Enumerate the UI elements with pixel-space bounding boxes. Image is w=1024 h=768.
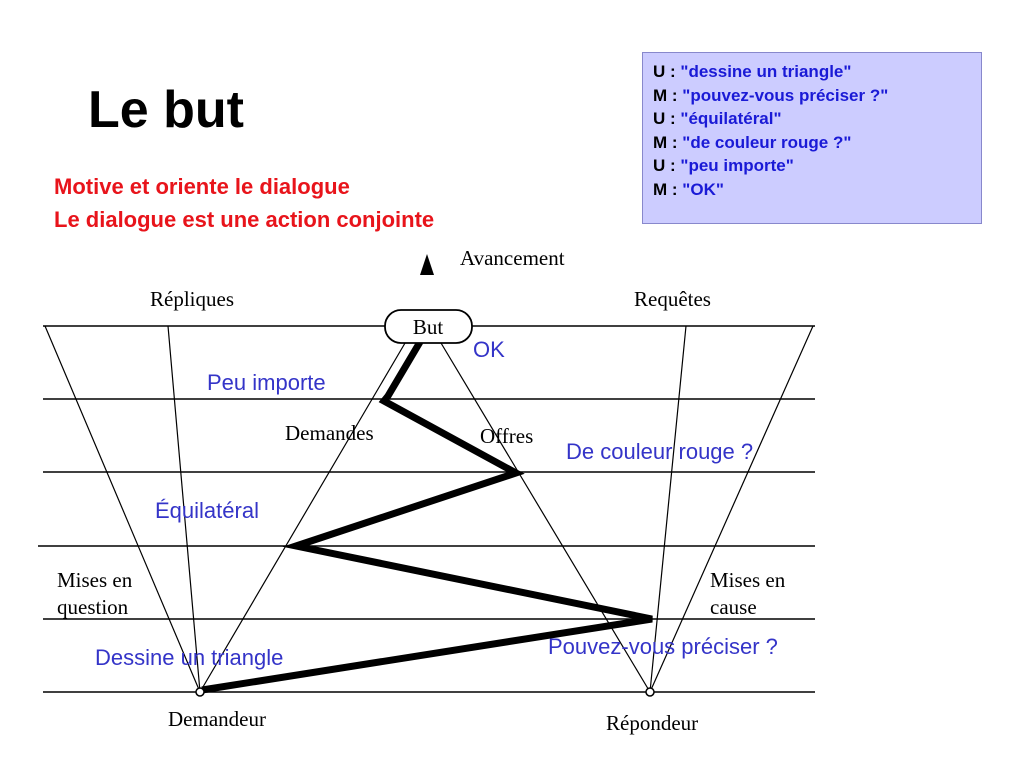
- dialogue-speaker: U: [653, 109, 666, 128]
- column-repliques: Répliques: [150, 287, 234, 311]
- dialogue-text: "pouvez-vous préciser ?": [682, 85, 889, 105]
- dialogue-line: M : "OK": [653, 179, 724, 199]
- dialogue-speaker: M: [653, 132, 668, 152]
- dialogue-text: "peu importe": [680, 156, 794, 175]
- dialogue-speaker: U: [653, 62, 666, 81]
- dialogue-line: U : "équilatéral": [653, 109, 782, 128]
- funnel-line: [44, 325, 201, 693]
- dialogue-text: "de couleur rouge ?": [682, 132, 852, 152]
- dialogue-text: "OK": [682, 179, 724, 199]
- funnel-line: [199, 337, 409, 693]
- funnel-line: [649, 325, 687, 693]
- dialogue-speaker: M: [653, 179, 668, 199]
- column-requetes: Requêtes: [634, 287, 711, 311]
- goal-node-label: But: [413, 315, 444, 339]
- utterance-peu-importe: Peu importe: [207, 370, 326, 395]
- up-arrow-icon: [420, 254, 434, 275]
- dialogue-line: M : "pouvez-vous préciser ?": [653, 85, 889, 105]
- slide-title: Le but: [88, 81, 244, 139]
- dialogue-box: U : "dessine un triangle" M : "pouvez-vo…: [642, 52, 982, 224]
- repondeur-node: [645, 687, 655, 697]
- demandeur-label: Demandeur: [168, 707, 266, 731]
- advancement-label: Avancement: [460, 246, 565, 270]
- funnel-line: [649, 325, 814, 693]
- utterance-equilateral: Équilatéral: [155, 498, 259, 523]
- dialogue-line: U : "peu importe": [653, 156, 794, 175]
- offres-label: Offres: [480, 424, 533, 448]
- mises-en-question-label-2: question: [57, 595, 129, 619]
- dialogue-speaker: M: [653, 85, 668, 105]
- subtitle-motive: Motive et oriente le dialogue: [54, 174, 350, 199]
- dialogue-text: "équilatéral": [680, 109, 782, 128]
- goal-node: [384, 309, 473, 344]
- dialogue-path: [201, 340, 653, 694]
- funnel-line: [437, 337, 651, 693]
- dialogue-line: M : "de couleur rouge ?": [653, 132, 852, 152]
- dialogue-line: U : "dessine un triangle": [653, 62, 852, 81]
- mises-en-cause-label-1: Mises en: [710, 568, 786, 592]
- mises-en-cause-label-2: cause: [710, 595, 757, 619]
- utterance-de-couleur-rouge: De couleur rouge ?: [566, 439, 753, 464]
- mises-en-question-label-1: Mises en: [57, 568, 133, 592]
- repondeur-label: Répondeur: [606, 711, 698, 735]
- demandeur-node: [195, 687, 205, 697]
- dialogue-text: "dessine un triangle": [680, 62, 852, 81]
- subtitle-action-conjointe: Le dialogue est une action conjointe: [54, 207, 435, 232]
- funnel-line: [167, 325, 201, 693]
- utterance-pouvez-vous-preciser: Pouvez-vous préciser ?: [548, 634, 778, 659]
- demandes-label: Demandes: [285, 421, 374, 445]
- dialogue-speaker: U: [653, 156, 666, 175]
- utterance-dessine-un-triangle: Dessine un triangle: [95, 645, 283, 670]
- utterance-ok: OK: [473, 337, 505, 362]
